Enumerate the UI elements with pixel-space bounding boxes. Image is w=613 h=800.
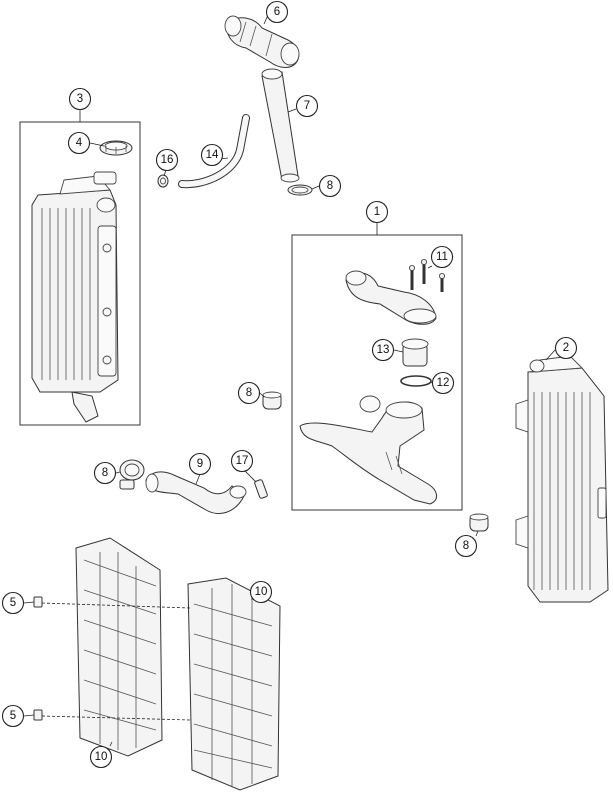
radiator-cap[interactable] <box>99 140 133 156</box>
callout-5-lower: 5 <box>1 704 25 728</box>
callout-14: 14 <box>200 143 224 167</box>
svg-text:6: 6 <box>274 6 280 18</box>
callout-1: 1 <box>365 200 389 224</box>
svg-text:5: 5 <box>10 710 16 722</box>
svg-text:8: 8 <box>327 180 333 192</box>
leader-13 <box>393 349 404 353</box>
callout-5-upper: 5 <box>1 591 25 615</box>
small-hose-clamp[interactable] <box>157 174 169 188</box>
hose-clamp-upper[interactable] <box>287 184 313 196</box>
bypass-hose[interactable] <box>178 114 250 189</box>
callout-10-right-guard: 10 <box>249 580 273 604</box>
guard-screw-lower[interactable] <box>33 709 43 721</box>
radiator-guard-right[interactable] <box>187 577 281 791</box>
callout-13: 13 <box>371 338 395 362</box>
straight-coolant-tube[interactable] <box>261 68 300 183</box>
leader-11 <box>427 265 433 269</box>
leader-12 <box>430 381 433 384</box>
right-radiator[interactable] <box>515 355 609 603</box>
leader-17 <box>243 469 257 483</box>
leader-7 <box>287 108 297 113</box>
svg-text:4: 4 <box>76 137 83 149</box>
svg-text:8: 8 <box>246 387 252 399</box>
leader-10b <box>109 741 113 747</box>
leader-16 <box>163 169 167 177</box>
svg-text:8: 8 <box>463 540 469 552</box>
callout-6: 6 <box>265 0 289 24</box>
thermostat-o-ring[interactable] <box>400 375 432 387</box>
svg-text:16: 16 <box>161 154 174 166</box>
svg-text:13: 13 <box>377 344 390 356</box>
callout-8-right: 8 <box>454 534 478 558</box>
svg-text:12: 12 <box>437 377 450 389</box>
guard-screw-upper[interactable] <box>33 596 43 608</box>
upper-hose-connector[interactable] <box>224 15 300 68</box>
svg-text:10: 10 <box>95 751 108 763</box>
leader-8a <box>311 185 320 190</box>
callout-7: 7 <box>295 94 319 118</box>
callout-8-left: 8 <box>93 461 117 485</box>
thermostat-housing-cover[interactable] <box>345 270 437 325</box>
callout-12: 12 <box>431 371 455 395</box>
callout-16: 16 <box>155 148 179 172</box>
callout-10-left-guard: 10 <box>89 745 113 769</box>
lower-coolant-hose[interactable] <box>145 471 247 514</box>
leader-8c <box>115 471 121 474</box>
callout-17: 17 <box>230 449 254 473</box>
callout-8-upper: 8 <box>318 174 342 198</box>
leader-5b <box>23 714 35 717</box>
thermostat[interactable] <box>401 338 429 367</box>
svg-text:3: 3 <box>77 93 83 105</box>
svg-text:14: 14 <box>206 149 219 161</box>
leader-2 <box>545 349 556 361</box>
callout-8-middle: 8 <box>237 381 261 405</box>
callout-2: 2 <box>554 336 578 360</box>
svg-text:10: 10 <box>255 586 268 598</box>
hose-clamp-lower-left[interactable] <box>119 459 145 490</box>
svg-text:11: 11 <box>436 251 448 263</box>
bleeder-fitting[interactable] <box>254 479 268 499</box>
left-radiator[interactable] <box>31 171 119 423</box>
leader-5a <box>23 601 35 604</box>
thermostat-screws[interactable] <box>408 258 445 292</box>
callout-11: 11 <box>430 245 454 269</box>
svg-text:8: 8 <box>102 467 108 479</box>
callout-4: 4 <box>67 131 91 155</box>
svg-text:7: 7 <box>304 100 310 112</box>
leader-8b <box>259 392 265 398</box>
svg-text:5: 5 <box>10 597 16 609</box>
callout-3: 3 <box>68 87 92 111</box>
radiator-guard-left[interactable] <box>75 537 163 757</box>
hose-clamp-middle-left[interactable] <box>262 391 282 410</box>
leader-9 <box>195 473 201 485</box>
leader-8d <box>475 530 479 537</box>
svg-text:2: 2 <box>563 342 569 354</box>
svg-text:1: 1 <box>374 206 380 218</box>
callout-9: 9 <box>188 452 212 476</box>
thermostat-housing-hose[interactable] <box>299 395 437 505</box>
svg-text:17: 17 <box>236 455 249 467</box>
svg-text:9: 9 <box>197 458 203 470</box>
leader-4 <box>89 142 105 147</box>
hose-clamp-lower-right[interactable] <box>469 513 489 532</box>
